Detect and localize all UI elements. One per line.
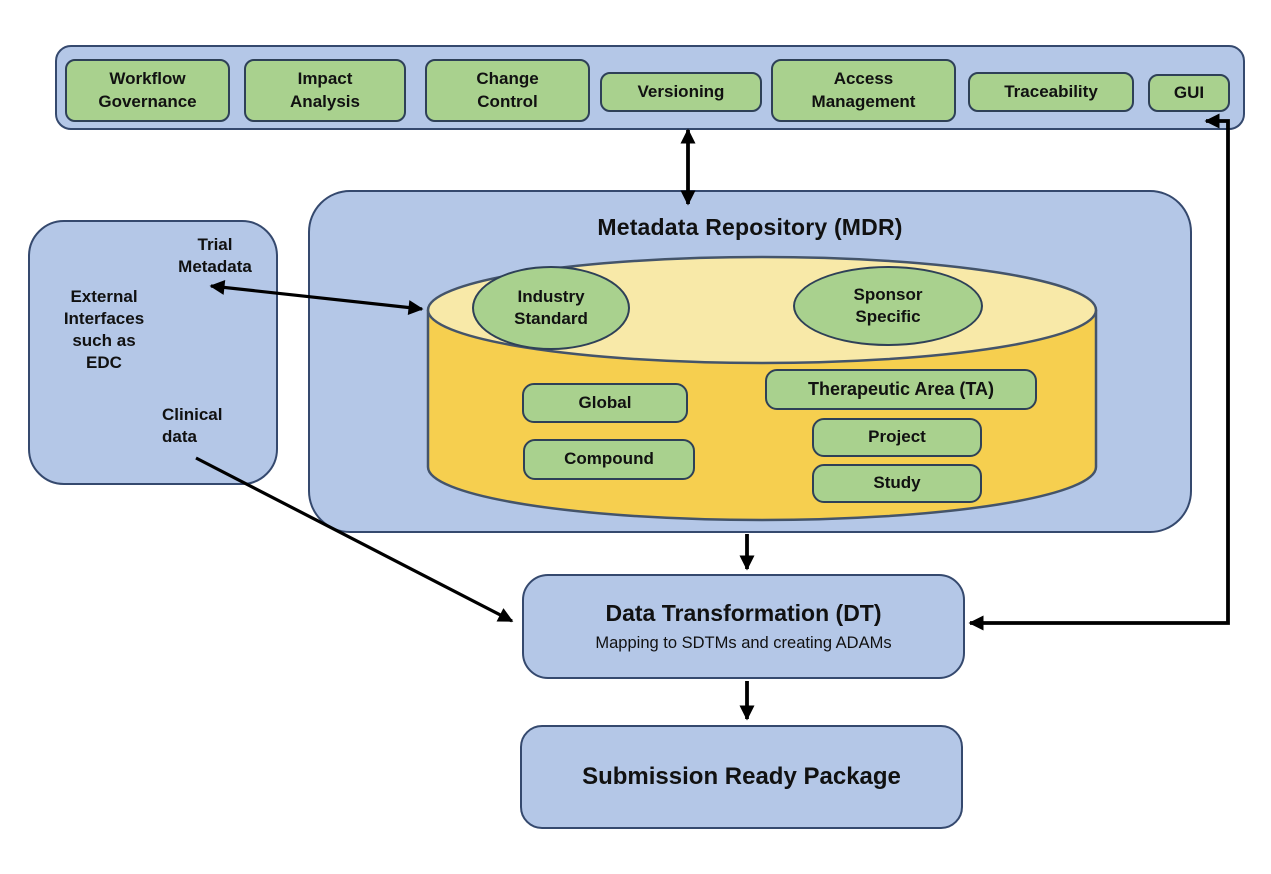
chip-access-management: Access Management	[771, 59, 956, 122]
chip-compound: Compound	[523, 439, 695, 480]
chip-versioning: Versioning	[600, 72, 762, 112]
external-interfaces-box: Trial Metadata External Interfaces such …	[28, 220, 278, 485]
chip-traceability: Traceability	[968, 72, 1134, 112]
data-transformation-title: Data Transformation (DT)	[605, 600, 882, 627]
trial-metadata-label: Trial Metadata	[178, 235, 252, 277]
governance-bar: Workflow Governance Impact Analysis Chan…	[55, 45, 1245, 130]
industry-standard-ellipse: Industry Standard	[472, 266, 630, 350]
submission-package-box: Submission Ready Package	[520, 725, 963, 829]
chip-global: Global	[522, 383, 688, 423]
data-transformation-box: Data Transformation (DT) Mapping to SDTM…	[522, 574, 965, 679]
data-transformation-subtitle: Mapping to SDTMs and creating ADAMs	[595, 633, 892, 652]
external-interfaces-title: External Interfaces such as EDC	[63, 287, 145, 373]
chip-project: Project	[812, 418, 982, 457]
chip-therapeutic-area: Therapeutic Area (TA)	[765, 369, 1037, 410]
chip-workflow-governance: Workflow Governance	[65, 59, 230, 122]
chip-change-control: Change Control	[425, 59, 590, 122]
submission-package-title: Submission Ready Package	[582, 763, 901, 790]
sponsor-specific-ellipse: Sponsor Specific	[793, 266, 983, 346]
chip-impact-analysis: Impact Analysis	[244, 59, 406, 122]
clinical-data-label: Clinical data	[162, 405, 223, 447]
mdr-title: Metadata Repository (MDR)	[597, 214, 903, 240]
mdr-container: Metadata Repository (MDR)	[308, 190, 1192, 533]
chip-study: Study	[812, 464, 982, 503]
chip-gui: GUI	[1148, 74, 1230, 112]
